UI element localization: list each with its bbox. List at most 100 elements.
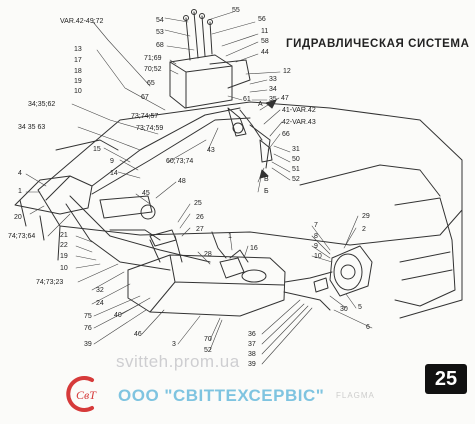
lift-cylinder bbox=[99, 195, 153, 219]
callout-10c: 10 bbox=[314, 253, 322, 260]
callout-19b: 19 bbox=[60, 253, 68, 260]
svg-text:СвТ: СвТ bbox=[76, 388, 97, 402]
callout-Bb: Б bbox=[264, 188, 269, 195]
callout-76: 76 bbox=[84, 325, 92, 332]
callout-55: 55 bbox=[232, 7, 240, 14]
callout-36: 36 bbox=[248, 331, 256, 338]
callout-24: 24 bbox=[96, 300, 104, 307]
hydraulic-tank bbox=[127, 254, 286, 317]
callout-50: 50 bbox=[292, 156, 300, 163]
callout-46: 46 bbox=[134, 331, 142, 338]
callout-41: 41-VAR.42 bbox=[282, 107, 316, 114]
callout-70-52: 70;52 bbox=[144, 66, 162, 73]
valve-block bbox=[169, 54, 233, 109]
callout-61: 61 bbox=[243, 96, 251, 103]
callout-75: 75 bbox=[84, 313, 92, 320]
callout-22: 22 bbox=[60, 242, 68, 249]
callout-65: 65 bbox=[147, 80, 155, 87]
diagram-title: ГИДРАВЛИЧЕСКАЯ СИСТЕМА bbox=[286, 38, 470, 50]
callout-9: 9 bbox=[110, 158, 114, 165]
callout-A: А bbox=[258, 101, 263, 108]
callout-53: 53 bbox=[156, 29, 164, 36]
callout-67: 67 bbox=[141, 94, 149, 101]
callout-68: 68 bbox=[156, 42, 164, 49]
callout-45: 45 bbox=[142, 190, 150, 197]
tractor-hood-outline bbox=[37, 101, 463, 246]
left-frame bbox=[14, 175, 93, 215]
callout-29: 29 bbox=[362, 213, 370, 220]
watermark-faint-text: FLAGMA bbox=[336, 391, 375, 400]
callout-8: 8 bbox=[314, 233, 318, 240]
callout-2: 2 bbox=[362, 226, 366, 233]
company-logo: СвТ bbox=[66, 376, 97, 412]
callout-52c: 52 bbox=[204, 347, 212, 354]
hood-grille-line bbox=[399, 251, 453, 281]
callout-66: 66 bbox=[282, 131, 290, 138]
callout-51: 51 bbox=[292, 166, 300, 173]
watermark-company-name: ООО "СВІТТЕХСЕРВІС" bbox=[118, 386, 325, 405]
callout-13: 13 bbox=[74, 46, 82, 53]
callout-var-42-49-72: VAR.42-49;72 bbox=[60, 18, 104, 25]
hydraulic-pump bbox=[329, 245, 373, 297]
callout-18: 18 bbox=[74, 68, 82, 75]
callout-74-73-23: 74;73;23 bbox=[36, 279, 64, 286]
callout-31: 31 bbox=[292, 146, 300, 153]
control-levers bbox=[185, 11, 213, 61]
callout-20: 20 bbox=[14, 214, 22, 221]
callout-B: В bbox=[264, 176, 269, 183]
callout-1a: 1 bbox=[18, 188, 22, 195]
callout-37: 37 bbox=[248, 341, 256, 348]
callout-33: 33 bbox=[269, 76, 277, 83]
callout-47: 47 bbox=[281, 95, 289, 102]
callout-15: 15 bbox=[93, 146, 101, 153]
callout-11: 11 bbox=[261, 28, 269, 35]
callout-73-74-57: 73;74;57 bbox=[131, 113, 159, 120]
callout-35: 35 bbox=[269, 96, 277, 103]
callout-14: 14 bbox=[110, 170, 118, 177]
watermark-url: svitteh.prom.ua bbox=[116, 352, 240, 371]
callout-42: 42-VAR.43 bbox=[282, 119, 316, 126]
callout-70: 70 bbox=[204, 336, 212, 343]
callout-71-69: 71;69 bbox=[144, 55, 162, 62]
callout-52b: 52 bbox=[292, 176, 300, 183]
page-number-badge: 25 bbox=[425, 364, 467, 394]
callout-9b: 9 bbox=[314, 243, 318, 250]
callout-10a: 10 bbox=[74, 88, 82, 95]
callout-25: 25 bbox=[194, 200, 202, 207]
callout-32: 32 bbox=[96, 287, 104, 294]
callout-21: 21 bbox=[60, 232, 68, 239]
callout-60-73-74: 60;73;74 bbox=[166, 158, 194, 165]
callout-4: 4 bbox=[18, 170, 22, 177]
callout-16: 16 bbox=[250, 245, 258, 252]
callout-38: 38 bbox=[248, 351, 256, 358]
callout-6: 6 bbox=[366, 324, 370, 331]
callout-27: 27 bbox=[196, 226, 204, 233]
callout-74-73-64: 74;73;64 bbox=[8, 233, 36, 240]
callout-10b: 10 bbox=[60, 265, 68, 272]
callout-39: 39 bbox=[84, 341, 92, 348]
hydraulic-pipes bbox=[45, 107, 333, 311]
callout-73-74-59: 73;74;59 bbox=[136, 125, 164, 132]
callout-39b: 39 bbox=[248, 361, 256, 368]
callout-48: 48 bbox=[178, 178, 186, 185]
callout-34-35-63: 34 35 63 bbox=[18, 124, 46, 131]
callout-7: 7 bbox=[314, 222, 318, 229]
callout-43: 43 bbox=[207, 147, 215, 154]
hood-front-panel bbox=[394, 197, 456, 307]
callout-30: 30 bbox=[340, 306, 348, 313]
callout-54: 54 bbox=[156, 17, 164, 24]
callout-58: 58 bbox=[261, 38, 269, 45]
callout-44: 44 bbox=[261, 49, 269, 56]
callout-56: 56 bbox=[258, 16, 266, 23]
callout-12: 12 bbox=[283, 68, 291, 75]
callout-34: 34 bbox=[269, 86, 277, 93]
callout-26: 26 bbox=[196, 214, 204, 221]
callout-3: 3 bbox=[172, 341, 176, 348]
callout-1b: 1 bbox=[228, 233, 232, 240]
callout-19a: 19 bbox=[74, 78, 82, 85]
callout-34-35-62: 34;35;62 bbox=[28, 101, 56, 108]
callout-17: 17 bbox=[74, 57, 82, 64]
callout-5: 5 bbox=[358, 304, 362, 311]
